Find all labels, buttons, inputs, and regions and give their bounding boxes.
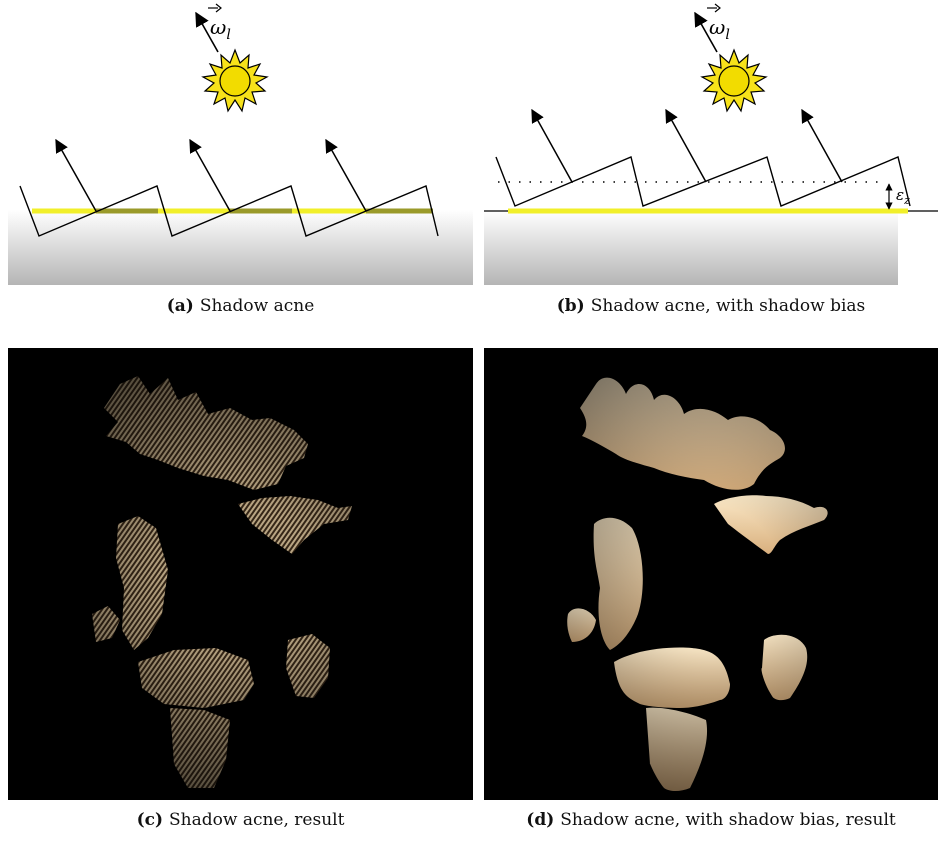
- render-shadow-acne-bias: [484, 348, 938, 800]
- caption-text: Shadow acne: [200, 296, 314, 316]
- caption-c: (c) Shadow acne, result: [8, 810, 473, 830]
- normal-arrow: [326, 140, 366, 211]
- normal-arrow: [666, 110, 706, 182]
- bias-label: εz: [896, 186, 910, 207]
- normal-arrow: [56, 140, 96, 211]
- biased-depth-sawtooth: [496, 157, 910, 206]
- caption-a: (a) Shadow acne: [8, 296, 473, 316]
- diagram-shadow-acne-bias: ωl εz: [484, 0, 938, 285]
- floor-surface: [8, 210, 473, 285]
- render-shadow-acne: [8, 348, 473, 800]
- light-direction-label: ωl: [709, 15, 730, 43]
- normal-arrow: [532, 110, 572, 182]
- caption-tag: (c): [137, 810, 163, 830]
- caption-tag: (a): [167, 296, 194, 316]
- floor-surface: [484, 211, 898, 285]
- normal-arrow: [802, 110, 842, 182]
- caption-b: (b) Shadow acne, with shadow bias: [484, 296, 938, 316]
- caption-tag: (b): [557, 296, 585, 316]
- light-direction-label: ωl: [210, 15, 231, 43]
- sun-icon: [702, 50, 766, 111]
- caption-d: (d) Shadow acne, with shadow bias, result: [484, 810, 938, 830]
- caption-text: Shadow acne, result: [169, 810, 344, 830]
- normal-arrow: [190, 140, 230, 211]
- diagram-shadow-acne: ωl: [8, 0, 473, 285]
- sun-icon: [203, 50, 267, 111]
- caption-text: Shadow acne, with shadow bias, result: [560, 810, 895, 830]
- caption-text: Shadow acne, with shadow bias: [591, 296, 866, 316]
- caption-tag: (d): [526, 810, 554, 830]
